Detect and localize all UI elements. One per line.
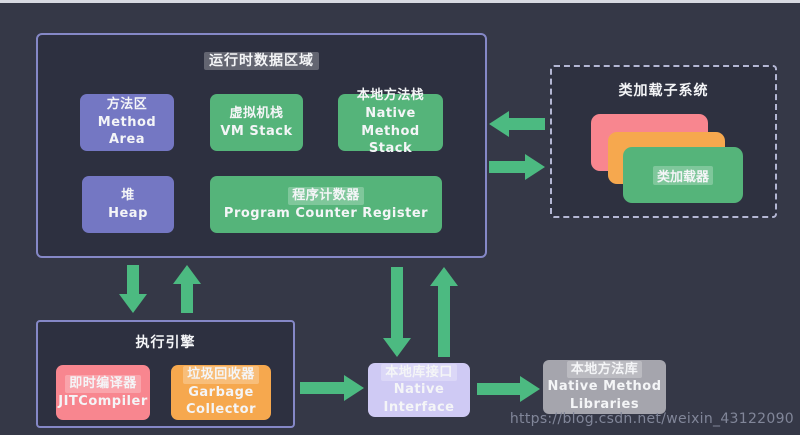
arrow-native-interface-to-runtime — [430, 267, 458, 357]
class-loader-subsystem-panel: 类加载子系统 类加载器 — [550, 65, 777, 218]
pcr-label-en: Program Counter Register — [223, 205, 429, 221]
arrow-runtime-to-native-interface — [383, 267, 411, 357]
runtime-data-area-title-text: 运行时数据区域 — [204, 52, 319, 70]
native-interface-label-en: Native Interface — [383, 382, 455, 415]
arrow-head-down — [119, 294, 147, 313]
arrow-classloader-to-runtime — [489, 111, 545, 137]
arrow-engine-to-runtime — [173, 265, 201, 313]
native-interface-label-zh: 本地库接口 — [381, 363, 457, 382]
arrow-runtime-to-classloader — [489, 154, 545, 180]
jit-compiler-label-en: JITCompiler — [58, 393, 148, 409]
execution-engine-title: 执行引擎 — [135, 335, 196, 351]
csdn-watermark: https://blog.csdn.net/weixin_43122090 — [509, 411, 794, 427]
arrow-native-interface-to-libraries — [477, 376, 540, 402]
garbage-collector-label-zh: 垃圾回收器 — [183, 366, 259, 384]
class-loader-label: 类加载器 — [652, 165, 713, 185]
garbage-collector-box: 垃圾回收器 Garbage Collector — [171, 365, 271, 420]
pcr-label-zh: 程序计数器 — [288, 186, 364, 205]
native-method-libraries-box: 本地方法库 Native Method Libraries — [543, 360, 666, 414]
window-top-edge — [0, 0, 800, 3]
vm-stack-label: 虚拟机栈 VM Stack — [220, 105, 293, 139]
jit-compiler-label-zh: 即时编译器 — [65, 374, 141, 393]
method-area-box: 方法区 Method Area — [80, 94, 174, 151]
arrow-engine-to-native-interface — [300, 375, 364, 401]
runtime-data-area-panel: 运行时数据区域 方法区 Method Area 虚拟机栈 VM Stack 本地… — [36, 33, 487, 258]
class-loader-subsystem-title: 类加载子系统 — [618, 83, 709, 99]
arrow-head-right — [520, 376, 540, 402]
garbage-collector-label-en: Garbage Collector — [186, 384, 256, 418]
native-method-libraries-label-zh: 本地方法库 — [566, 360, 643, 379]
arrow-head-right — [525, 154, 545, 180]
arrow-head-right — [344, 375, 364, 401]
class-loader-card-front: 类加载器 — [623, 147, 743, 203]
execution-engine-panel: 执行引擎 即时编译器 JITCompiler 垃圾回收器 Garbage Col… — [36, 320, 295, 428]
native-method-stack-label: 本地方法栈 Native Method Stack — [356, 88, 425, 157]
runtime-data-area-title: 运行时数据区域 — [38, 50, 485, 70]
jit-compiler-box: 即时编译器 JITCompiler — [56, 365, 150, 420]
arrow-head-down — [383, 338, 411, 357]
method-area-label: 方法区 Method Area — [97, 97, 157, 148]
native-method-libraries-label-en: Native Method Libraries — [547, 379, 662, 412]
heap-label: 堆 Heap — [108, 187, 148, 221]
program-counter-register-box: 程序计数器 Program Counter Register — [210, 176, 442, 233]
arrow-head-up — [430, 267, 458, 286]
vm-stack-box: 虚拟机栈 VM Stack — [210, 94, 303, 151]
arrow-runtime-to-engine — [119, 265, 147, 313]
arrow-head-up — [173, 265, 201, 284]
native-method-stack-box: 本地方法栈 Native Method Stack — [338, 88, 443, 156]
arrow-head-left — [489, 111, 509, 137]
heap-box: 堆 Heap — [82, 176, 174, 233]
native-interface-box: 本地库接口 Native Interface — [368, 363, 470, 417]
